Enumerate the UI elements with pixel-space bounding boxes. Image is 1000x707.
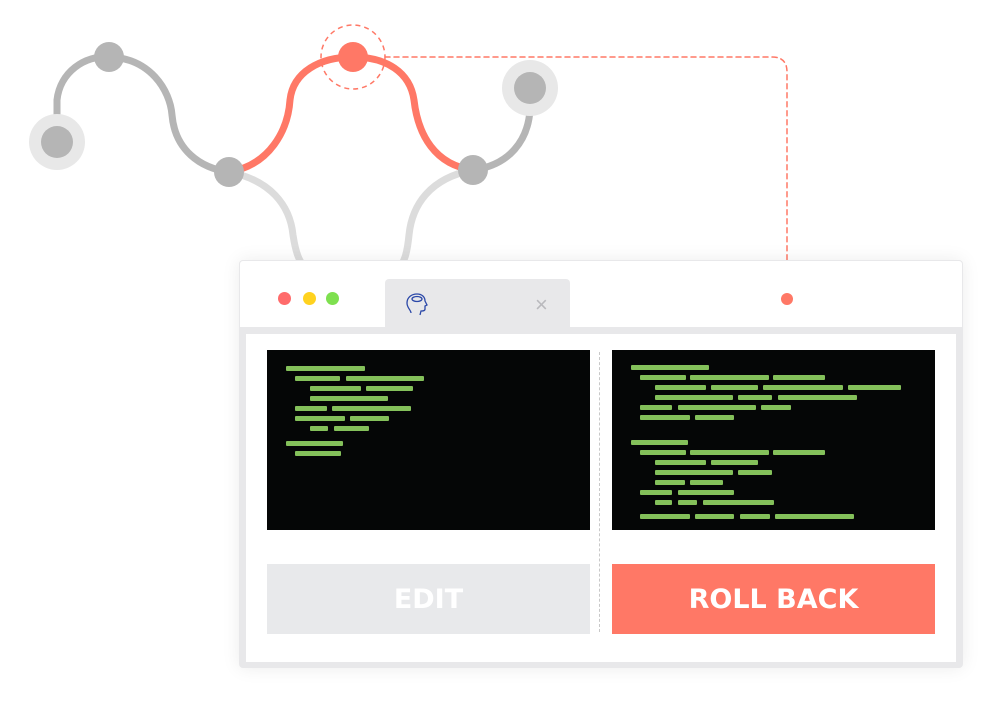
code-line bbox=[690, 450, 769, 455]
code-line bbox=[640, 490, 672, 495]
code-line bbox=[332, 406, 411, 411]
code-line bbox=[711, 385, 758, 390]
title-bar: × bbox=[240, 261, 962, 329]
code-line bbox=[640, 375, 686, 380]
code-line bbox=[655, 395, 733, 400]
code-line bbox=[640, 450, 686, 455]
code-line bbox=[773, 375, 825, 380]
code-line bbox=[346, 376, 424, 381]
code-line bbox=[655, 470, 733, 475]
history-path-active bbox=[225, 53, 477, 176]
commit-node[interactable] bbox=[514, 72, 546, 104]
code-line bbox=[678, 405, 756, 410]
code-line bbox=[286, 441, 343, 446]
code-line bbox=[310, 426, 328, 431]
code-line bbox=[690, 375, 769, 380]
code-line bbox=[631, 365, 709, 370]
code-line bbox=[640, 415, 690, 420]
code-line bbox=[310, 386, 361, 391]
browser-window: × EDIT ROLL BACK bbox=[239, 260, 963, 668]
code-panel-current bbox=[267, 350, 590, 530]
history-path-grey-left bbox=[53, 53, 233, 176]
code-line bbox=[655, 480, 685, 485]
code-line bbox=[295, 416, 345, 421]
commit-node[interactable] bbox=[214, 157, 244, 187]
code-line bbox=[334, 426, 369, 431]
code-line bbox=[740, 514, 770, 519]
code-line bbox=[286, 366, 365, 371]
code-line bbox=[655, 460, 706, 465]
code-line bbox=[678, 490, 734, 495]
close-window-button[interactable] bbox=[278, 292, 291, 305]
code-line bbox=[763, 385, 843, 390]
branch-right-lower bbox=[395, 166, 477, 272]
code-line bbox=[848, 385, 901, 390]
code-line bbox=[350, 416, 389, 421]
diff-content: EDIT ROLL BACK bbox=[246, 334, 956, 662]
code-line bbox=[738, 395, 772, 400]
browser-tab[interactable]: × bbox=[385, 279, 570, 329]
code-line bbox=[655, 500, 672, 505]
code-line bbox=[631, 440, 688, 445]
code-line bbox=[690, 480, 723, 485]
panel-divider bbox=[599, 352, 600, 632]
edit-button[interactable]: EDIT bbox=[267, 564, 590, 634]
selected-commit-node[interactable] bbox=[338, 42, 368, 72]
code-line bbox=[773, 450, 825, 455]
code-line bbox=[366, 386, 413, 391]
roll-back-button[interactable]: ROLL BACK bbox=[612, 564, 935, 634]
code-line bbox=[703, 500, 774, 505]
code-line bbox=[295, 451, 341, 456]
commit-node[interactable] bbox=[458, 155, 488, 185]
brain-head-icon bbox=[406, 293, 428, 316]
connector-endpoint-dot bbox=[781, 293, 793, 305]
selected-node-ring bbox=[320, 24, 386, 90]
code-line bbox=[711, 460, 758, 465]
code-line bbox=[695, 415, 734, 420]
maximize-window-button[interactable] bbox=[326, 292, 339, 305]
close-icon[interactable]: × bbox=[535, 292, 548, 317]
code-line bbox=[640, 405, 672, 410]
minimize-window-button[interactable] bbox=[303, 292, 316, 305]
commit-node[interactable] bbox=[94, 42, 124, 72]
code-line bbox=[761, 405, 791, 410]
commit-node[interactable] bbox=[41, 126, 73, 158]
code-line bbox=[738, 470, 772, 475]
code-line bbox=[778, 395, 857, 400]
code-line bbox=[295, 406, 327, 411]
connector-dashed-line bbox=[384, 56, 788, 299]
code-line bbox=[295, 376, 340, 381]
code-line bbox=[655, 385, 706, 390]
code-line bbox=[640, 514, 690, 519]
code-line bbox=[678, 500, 697, 505]
code-line bbox=[775, 514, 854, 519]
code-line bbox=[310, 396, 388, 401]
code-panel-previous bbox=[612, 350, 935, 530]
code-line bbox=[695, 514, 734, 519]
branch-left-lower bbox=[225, 168, 309, 272]
